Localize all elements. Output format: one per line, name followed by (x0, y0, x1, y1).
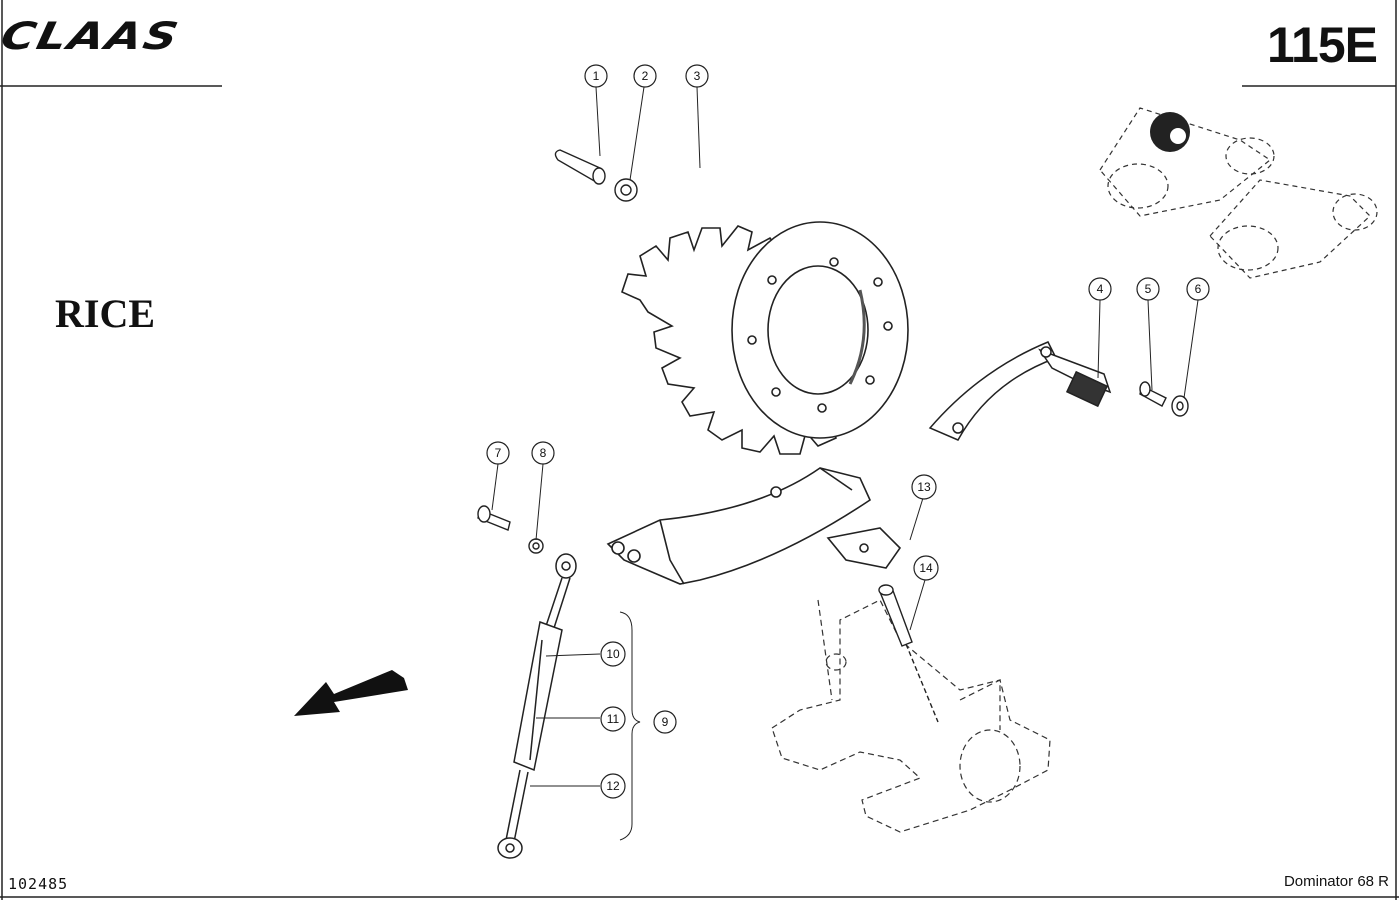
callout-9: 9 (653, 710, 677, 734)
callout-8: 8 (531, 441, 555, 465)
section-label: RICE (55, 291, 156, 336)
svg-text:9: 9 (662, 715, 669, 729)
svg-text:3: 3 (694, 69, 701, 83)
callout-2: 2 (633, 64, 657, 88)
callout-5: 5 (1136, 277, 1160, 301)
svg-text:10: 10 (606, 647, 620, 661)
svg-text:2: 2 (642, 69, 649, 83)
turnbuckle-assembly (497, 553, 577, 859)
svg-text:13: 13 (917, 480, 931, 494)
bolt-part-14 (878, 584, 939, 723)
svg-text:8: 8 (540, 446, 547, 460)
support-bracket (606, 467, 902, 585)
callout-6: 6 (1186, 277, 1210, 301)
svg-text:1: 1 (593, 69, 600, 83)
page-code: 115E (1266, 17, 1378, 73)
callout-4: 4 (1088, 277, 1112, 301)
guard-part-4 (928, 341, 1112, 441)
bolt-part-5 (1139, 381, 1167, 407)
direction-arrow (294, 670, 408, 716)
sprocket-wheel (621, 221, 909, 455)
nut-part-2 (614, 178, 638, 202)
svg-text:12: 12 (606, 779, 620, 793)
leader-lines (491, 86, 1199, 841)
washer-part-6 (1171, 395, 1189, 417)
callout-11: 11 (600, 706, 626, 732)
nut-part-8 (528, 538, 544, 554)
axle-housing-sketch (771, 599, 1051, 833)
document-number: 102485 (8, 875, 69, 893)
svg-text:11: 11 (607, 712, 620, 726)
claas-logo: CLAAS (0, 13, 184, 58)
callout-13: 13 (911, 474, 937, 500)
bolt-part-1 (554, 149, 606, 185)
callout-14: 14 (913, 555, 939, 581)
callout-10: 10 (600, 641, 626, 667)
svg-text:4: 4 (1097, 282, 1104, 296)
callout-7: 7 (486, 441, 510, 465)
svg-text:14: 14 (919, 561, 933, 575)
svg-text:6: 6 (1195, 282, 1202, 296)
model-name: Dominator 68 R (1283, 873, 1389, 890)
callout-3: 3 (685, 64, 709, 88)
bolt-part-7 (477, 505, 511, 531)
svg-text:5: 5 (1145, 282, 1152, 296)
track-hub (1150, 112, 1190, 152)
track-sketch (1099, 107, 1378, 279)
callout-1: 1 (584, 64, 608, 88)
callout-12: 12 (600, 773, 626, 799)
svg-text:7: 7 (495, 446, 502, 460)
